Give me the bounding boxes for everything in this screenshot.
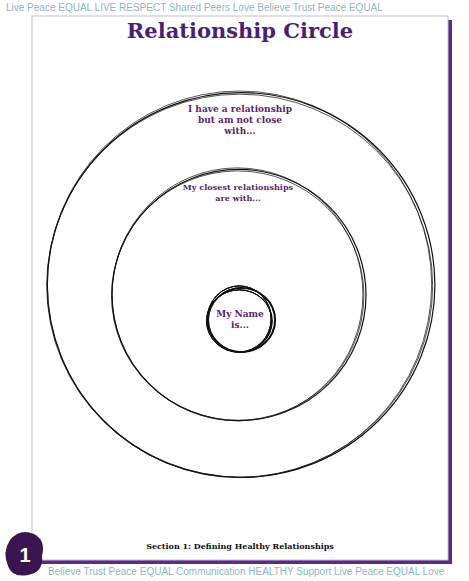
circle-label: My closest relationships are with... — [177, 182, 299, 204]
circle-outline — [108, 165, 368, 425]
circle-stroke — [208, 288, 275, 352]
circle-stroke — [207, 290, 272, 352]
relationship-circle: My Name is... — [202, 282, 278, 358]
circle-stroke — [111, 171, 363, 420]
circle-label: My Name is... — [207, 309, 273, 331]
page-number: 1 — [13, 543, 37, 567]
relationship-circle: My closest relationships are with... My N… — [108, 165, 368, 425]
page-number-blob — [5, 532, 43, 576]
circle-label: I have a relationship but am not close w… — [181, 104, 299, 137]
circle-stroke — [207, 290, 272, 352]
relationship-circle: I have a relationship but am not close w… — [43, 88, 437, 482]
circle-stroke — [112, 168, 363, 421]
circle-outline — [43, 88, 437, 482]
watermark-words: Believe Trust Peace EQUAL Communication … — [48, 566, 444, 578]
circle-stroke — [47, 94, 433, 477]
circle-stroke — [47, 91, 431, 478]
watermark-words: Live Peace EQUAL LIVE RESPECT Shared Pee… — [6, 2, 383, 14]
footer-caption: Section 1: Defining Healthy Relationship… — [40, 541, 440, 551]
page-sheet — [32, 16, 448, 560]
page-title: Relationship Circle — [32, 18, 448, 44]
